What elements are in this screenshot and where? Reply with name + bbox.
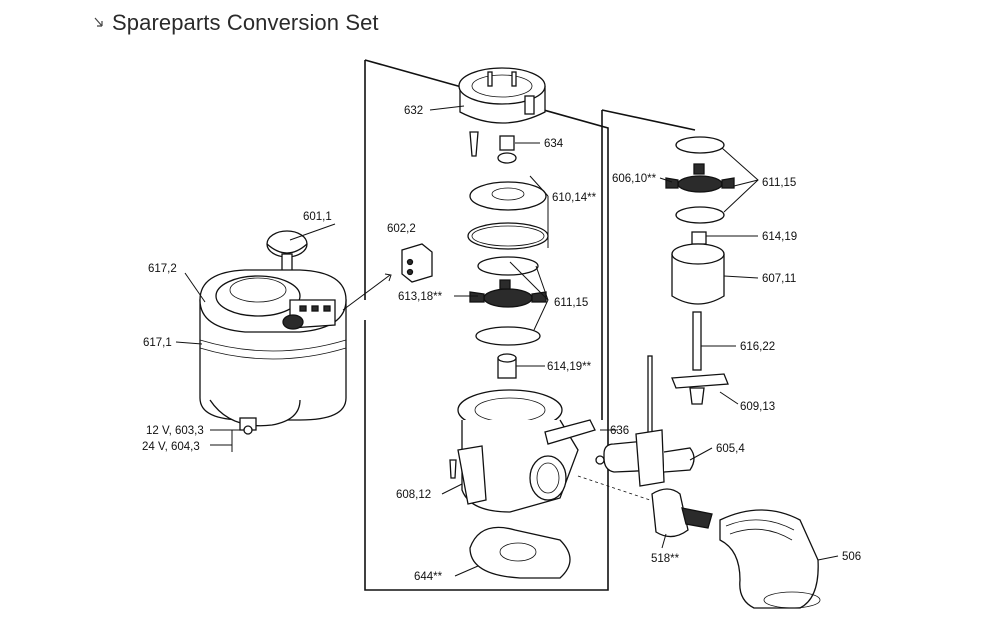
label-610: 610,14** xyxy=(552,192,597,204)
motor-assembly xyxy=(199,230,392,435)
label-602: 602,2 xyxy=(387,223,416,235)
center-assembly xyxy=(449,67,596,579)
label-614-a: 614,19** xyxy=(547,361,592,373)
part-labels: 632 634 610,14** 611,15 613,18** 614,19*… xyxy=(142,105,861,583)
label-608: 608,12 xyxy=(396,489,431,501)
label-617-1: 617,1 xyxy=(143,337,172,349)
switch-part xyxy=(401,243,433,283)
label-12v: 12 V, 603,3 xyxy=(146,425,204,437)
label-607: 607,11 xyxy=(762,273,796,285)
label-611-a: 611,15 xyxy=(554,297,588,309)
label-644: 644** xyxy=(414,571,443,583)
label-611-b: 611,15 xyxy=(762,177,796,189)
header: Spareparts Conversion Set xyxy=(92,6,379,40)
arrow-icon xyxy=(94,17,103,27)
center-frame xyxy=(364,59,609,591)
label-616: 616,22 xyxy=(740,341,775,353)
page-title: Spareparts Conversion Set xyxy=(112,10,379,35)
label-613: 613,18** xyxy=(398,291,443,303)
label-634: 634 xyxy=(544,138,564,150)
label-636: 636 xyxy=(610,425,629,437)
label-606: 606,10** xyxy=(612,173,657,185)
label-617-2: 617,2 xyxy=(148,263,177,275)
label-632: 632 xyxy=(404,105,423,117)
right-frame xyxy=(601,109,696,420)
label-609: 609,13 xyxy=(740,401,775,413)
label-605: 605,4 xyxy=(716,443,745,455)
label-518: 518** xyxy=(651,553,680,565)
right-assembly xyxy=(577,136,821,609)
label-506: 506 xyxy=(842,551,861,563)
label-24v: 24 V, 604,3 xyxy=(142,441,200,453)
label-601: 601,1 xyxy=(303,211,332,223)
leader-lines xyxy=(175,105,839,577)
label-614-b: 614,19 xyxy=(762,231,797,243)
